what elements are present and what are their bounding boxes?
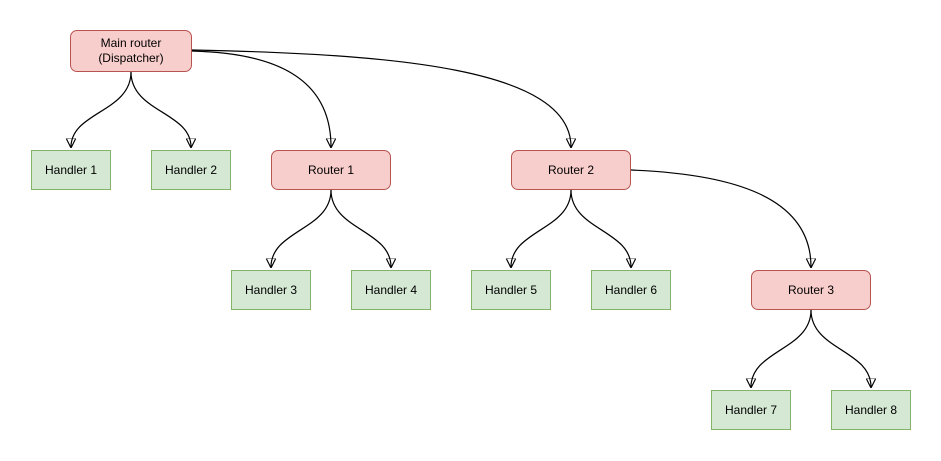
edge-router-1-to-handler-4: [330, 189, 391, 267]
node-handler-3: Handler 3: [231, 270, 311, 310]
edge-main-router-to-handler-1: [71, 71, 132, 147]
edge-router-3-to-handler-7: [751, 309, 812, 387]
node-main-router: Main router (Dispatcher): [70, 30, 192, 72]
node-handler-1: Handler 1: [31, 150, 111, 190]
node-handler-6: Handler 6: [591, 270, 671, 310]
node-router-1: Router 1: [271, 150, 391, 190]
edge-main-router-to-handler-2: [130, 71, 191, 147]
node-router-2: Router 2: [511, 150, 631, 190]
node-handler-4: Handler 4: [351, 270, 431, 310]
edge-router-2-to-handler-6: [570, 189, 631, 267]
edge-router-2-to-router-3: [630, 169, 811, 267]
edge-main-router-to-router-1: [191, 50, 331, 147]
node-router-3: Router 3: [751, 270, 871, 310]
edge-router-3-to-handler-8: [810, 309, 871, 387]
edge-main-router-to-router-2: [191, 49, 571, 147]
node-handler-7: Handler 7: [711, 390, 791, 430]
edge-router-1-to-handler-3: [271, 189, 332, 267]
node-handler-8: Handler 8: [831, 390, 911, 430]
edge-router-2-to-handler-5: [511, 189, 572, 267]
node-handler-5: Handler 5: [471, 270, 551, 310]
node-handler-2: Handler 2: [151, 150, 231, 190]
